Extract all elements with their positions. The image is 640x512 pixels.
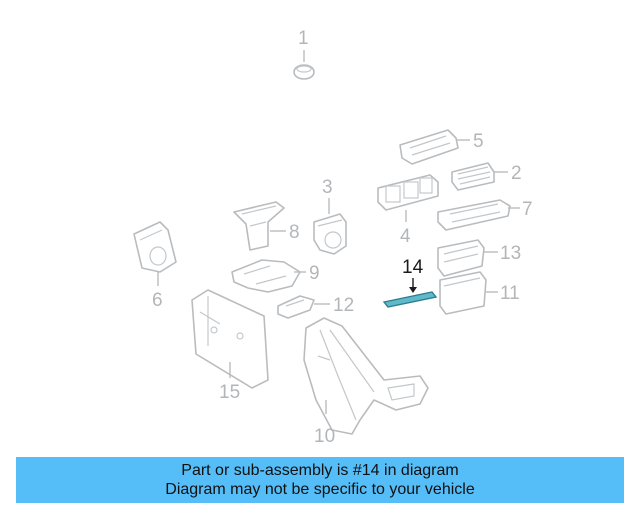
callout-8: 8: [289, 222, 300, 243]
part-15[interactable]: 15: [191, 289, 269, 403]
callout-14: 14: [402, 257, 424, 278]
part-3[interactable]: 3: [313, 177, 347, 255]
callout-4: 4: [400, 226, 411, 247]
part-6[interactable]: 6: [133, 221, 177, 311]
part-1[interactable]: 1: [293, 28, 315, 80]
part-14[interactable]: 14: [382, 257, 438, 308]
part-4[interactable]: 4: [377, 174, 439, 247]
part-11[interactable]: 11: [439, 271, 520, 315]
callout-7: 7: [522, 199, 533, 220]
info-banner: Part or sub-assembly is #14 in diagram D…: [16, 457, 624, 503]
part-9[interactable]: 9: [231, 259, 320, 293]
callout-1: 1: [298, 28, 309, 49]
part-7[interactable]: 7: [437, 199, 533, 231]
callout-12: 12: [333, 295, 354, 316]
part-8[interactable]: 8: [233, 201, 300, 251]
callout-3: 3: [322, 177, 333, 198]
callout-10: 10: [314, 426, 335, 447]
banner-line-2: Diagram may not be specific to your vehi…: [165, 481, 475, 498]
callout-6: 6: [152, 290, 163, 311]
parts-diagram: 1 5 2 4 7 3: [133, 28, 533, 447]
banner-line-1: Part or sub-assembly is #14 in diagram: [181, 462, 459, 479]
part-5[interactable]: 5: [399, 129, 484, 165]
part-10[interactable]: 10: [303, 317, 429, 447]
callout-2: 2: [511, 163, 522, 184]
callout-15: 15: [219, 382, 240, 403]
part-2[interactable]: 2: [451, 162, 522, 191]
part-12[interactable]: 12: [277, 295, 354, 319]
callout-9: 9: [309, 263, 320, 284]
callout-11: 11: [500, 283, 520, 304]
callout-5: 5: [473, 131, 484, 152]
part-13[interactable]: 13: [437, 239, 521, 277]
callout-13: 13: [500, 243, 521, 264]
